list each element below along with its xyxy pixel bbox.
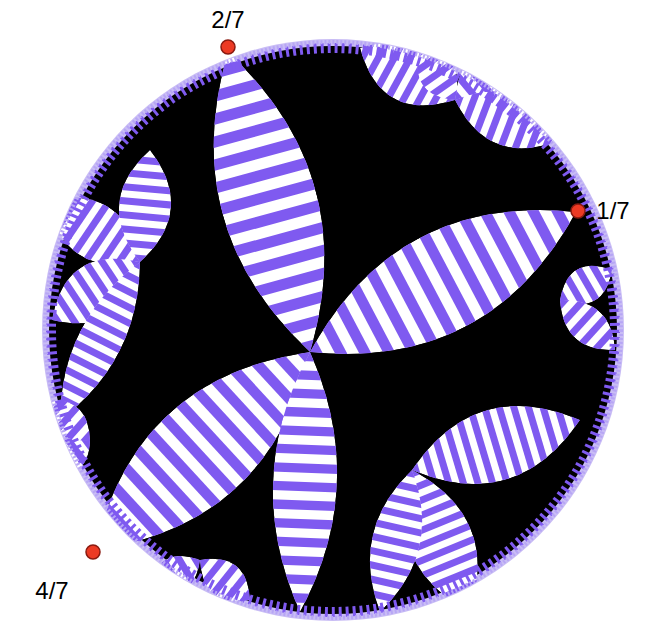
angle-label: 1/7 [596, 199, 629, 223]
striped-lobe [333, 459, 459, 623]
marked-point [571, 204, 585, 218]
fringe-ring [45, 42, 621, 618]
marked-point [221, 40, 235, 54]
striped-lobe [22, 374, 112, 464]
striped-lobe [536, 273, 641, 378]
marked-point [86, 545, 100, 559]
striped-lobe [236, 350, 374, 623]
marked-points [86, 40, 585, 559]
disk-rim [42, 39, 624, 621]
striped-lobe [389, 28, 484, 121]
angle-label: 2/7 [211, 8, 244, 32]
striped-lobe [27, 278, 377, 623]
disk-ground [49, 46, 617, 614]
striped-lobes [17, 0, 641, 623]
striped-lobe [88, 139, 202, 267]
fringe-ring [51, 48, 615, 612]
angle-label: 4/7 [35, 579, 68, 603]
